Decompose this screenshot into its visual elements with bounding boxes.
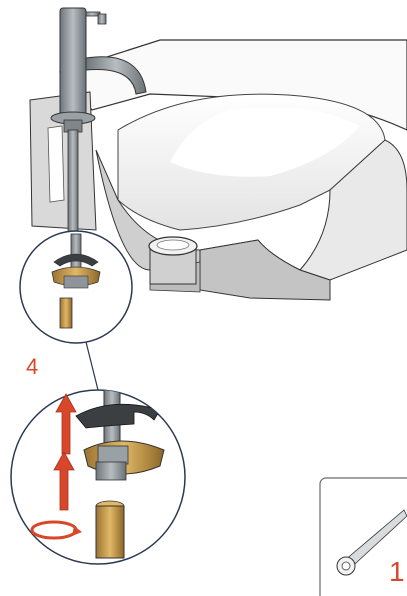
detail-circle-small [19,230,133,344]
rotation-arrow-icon [30,520,82,540]
step-number-4: 4 [26,354,39,379]
connector-line [85,341,99,391]
up-arrow-icon [53,393,77,511]
drain-plug-icon [148,236,198,285]
wrench-icon [319,477,407,596]
washbasin [29,39,407,301]
faucet-icon [50,7,147,271]
step-number-1: 1 [389,556,405,587]
